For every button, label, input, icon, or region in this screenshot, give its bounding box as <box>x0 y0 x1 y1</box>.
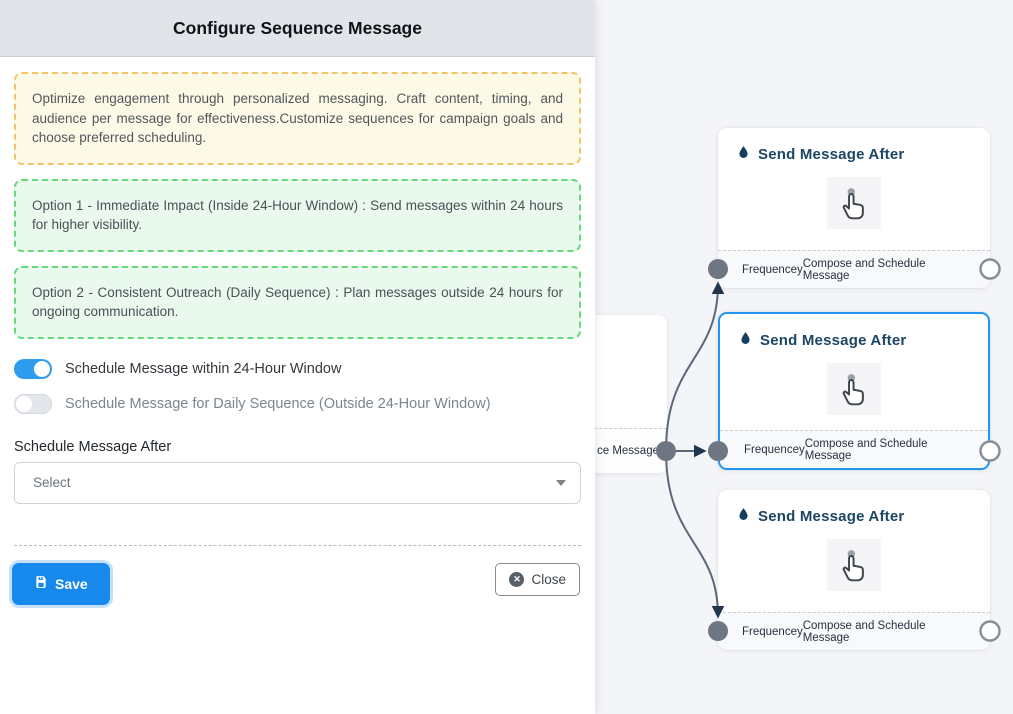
toggle-within-24h[interactable] <box>14 358 52 379</box>
select-value: Select <box>33 475 71 491</box>
info-note: Optimize engagement through personalized… <box>14 72 581 165</box>
close-circle-icon: ✕ <box>509 571 525 587</box>
toggle-knob <box>16 395 32 412</box>
node-footer-frequency[interactable]: Frequencey <box>742 625 803 638</box>
configure-sequence-modal: Configure Sequence Message Optimize enga… <box>0 0 595 714</box>
node-footer-frequency[interactable]: Frequencey <box>742 263 803 276</box>
node-title: Send Message After <box>760 332 907 349</box>
option-2-note: Option 2 - Consistent Outreach (Daily Se… <box>14 265 581 339</box>
node-header: Send Message After <box>738 329 988 352</box>
node-footer-frequency[interactable]: Frequencey <box>744 443 805 456</box>
tap-icon[interactable] <box>827 177 881 229</box>
modal-header: Configure Sequence Message <box>0 0 595 57</box>
edge-to-top-node <box>665 281 725 452</box>
node-footer-compose[interactable]: Compose and Schedule Message <box>804 437 928 462</box>
edge-to-bottom-node <box>665 450 725 619</box>
flow-canvas[interactable]: ce Message Send Message After Frequenc <box>595 0 1013 714</box>
droplet-icon <box>736 505 751 528</box>
toggle-daily-sequence[interactable] <box>14 393 52 414</box>
flow-node-send-message-1[interactable]: Send Message After Frequencey Compose an… <box>718 128 990 288</box>
close-button[interactable]: ✕ Close <box>495 562 580 596</box>
caret-down-icon <box>556 479 566 486</box>
droplet-icon <box>736 143 751 166</box>
close-button-label: Close <box>531 571 566 587</box>
toggle-knob <box>34 360 50 377</box>
partial-node-footer: ce Message <box>595 428 667 473</box>
save-button-label: Save <box>55 575 88 592</box>
node-footer-compose[interactable]: Compose and Schedule Message <box>802 619 926 644</box>
save-button[interactable]: Save <box>12 562 110 605</box>
node-footer-compose[interactable]: Compose and Schedule Message <box>802 257 926 282</box>
node-header: Send Message After <box>736 505 990 528</box>
flow-node-send-message-2-selected[interactable]: Send Message After Frequencey Compose an… <box>718 312 990 470</box>
flow-node-send-message-3[interactable]: Send Message After Frequencey Compose an… <box>718 490 990 650</box>
footer-divider <box>14 544 581 546</box>
floppy-icon <box>34 575 48 592</box>
schedule-after-label: Schedule Message After <box>14 438 172 455</box>
droplet-icon <box>738 329 753 352</box>
node-header: Send Message After <box>736 143 990 166</box>
option-1-note: Option 1 - Immediate Impact (Inside 24-H… <box>14 178 581 252</box>
modal-title: Configure Sequence Message <box>173 17 422 38</box>
toggle-within-24h-label: Schedule Message within 24-Hour Window <box>65 360 342 377</box>
tap-icon[interactable] <box>827 363 881 415</box>
schedule-after-select[interactable]: Select <box>14 461 581 504</box>
flow-node-partial[interactable]: ce Message <box>595 315 667 473</box>
tap-icon[interactable] <box>827 539 881 591</box>
toggle-daily-sequence-label: Schedule Message for Daily Sequence (Out… <box>65 395 491 412</box>
node-title: Send Message After <box>758 508 905 525</box>
node-title: Send Message After <box>758 146 905 163</box>
